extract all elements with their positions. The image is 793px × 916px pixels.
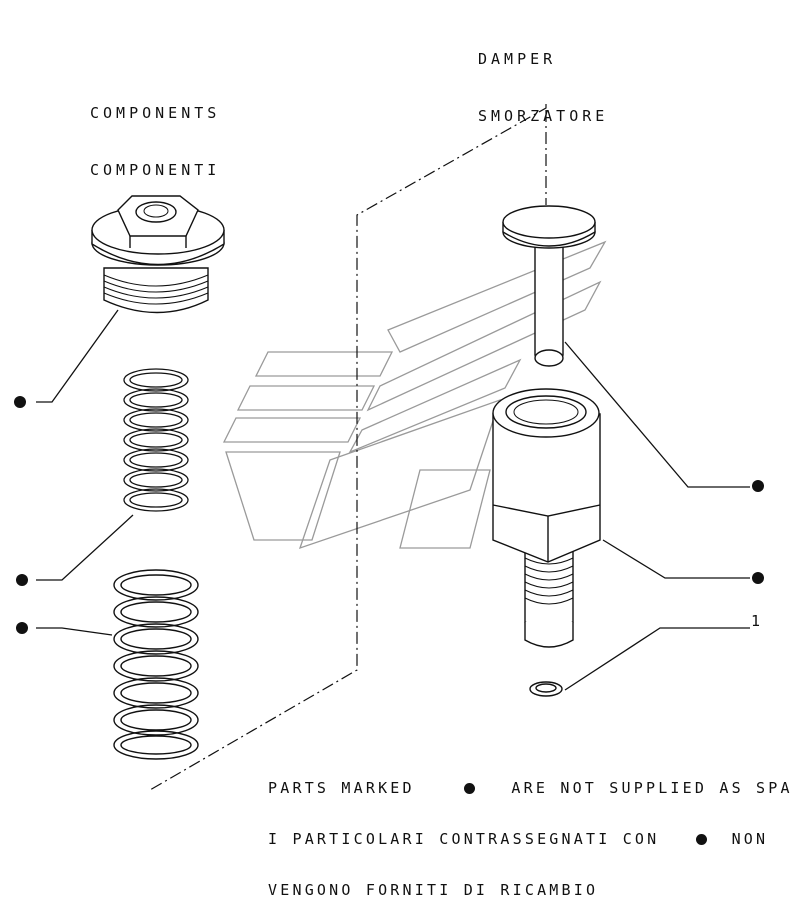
footnote-line-1-prefix: PARTS MARKED <box>268 779 415 797</box>
footnote-line-3: VENGONO FORNITI DI RICAMBIO <box>268 881 599 899</box>
damper-body <box>492 388 601 648</box>
exploded-parts-drawing <box>14 104 764 791</box>
marker-dot-body <box>752 572 764 584</box>
leader-lines <box>36 309 750 691</box>
marker-dot-piston <box>752 480 764 492</box>
footnote-line-1-suffix: ARE NOT SUPPLIED AS SPARES <box>511 779 793 797</box>
damper-piston <box>502 205 596 367</box>
damper-heading-en: DAMPER <box>478 50 557 68</box>
callout-markers <box>14 396 764 634</box>
o-ring <box>529 681 563 697</box>
footnote-line-2: I PARTICOLARI CONTRASSEGNATI CON NON <box>268 831 793 848</box>
components-heading-it: COMPONENTI <box>90 161 221 179</box>
watermark-logo <box>222 240 607 550</box>
footnote-line-2-prefix: I PARTICOLARI CONTRASSEGNATI CON <box>268 830 660 848</box>
marker-dot-plug <box>14 396 26 408</box>
marker-dot-large-spring <box>16 622 28 634</box>
footnote: PARTS MARKED ARE NOT SUPPLIED AS SPARES … <box>268 746 793 916</box>
marker-dot-small-spring <box>16 574 28 586</box>
components-heading-en: COMPONENTS <box>90 104 221 122</box>
large-spring <box>113 569 199 760</box>
damper-heading-it: SMORZATORE <box>478 107 609 125</box>
damper-heading: DAMPER SMORZATORE <box>478 12 608 145</box>
threaded-plug <box>91 195 225 314</box>
components-heading: COMPONENTS COMPONENTI <box>90 66 220 199</box>
marker-dot-icon <box>696 834 708 845</box>
callout-ref-number: 1 <box>751 612 761 630</box>
exploded-boundary <box>149 104 547 791</box>
footnote-line-1: PARTS MARKED ARE NOT SUPPLIED AS SPARES <box>268 780 793 797</box>
small-spring <box>123 368 189 512</box>
footnote-line-2-suffix: NON <box>731 830 769 848</box>
marker-dot-icon <box>463 783 475 794</box>
